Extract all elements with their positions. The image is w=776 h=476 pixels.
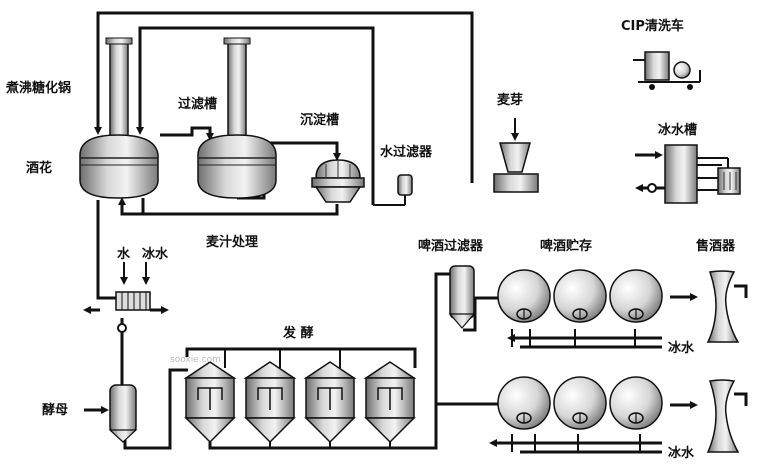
label-water-filter: 水过滤器 bbox=[380, 144, 433, 160]
lauter-tun bbox=[197, 37, 277, 199]
label-ice-water-upper: 冰水 bbox=[668, 340, 695, 356]
dispenser-upper bbox=[706, 270, 748, 343]
label-ice-water-lower: 冰水 bbox=[668, 445, 695, 461]
label-yeast: 酵母 bbox=[42, 402, 68, 418]
yeast-tank bbox=[108, 384, 138, 443]
boil-kettle bbox=[79, 37, 159, 199]
label-cip-cart: CIP清洗车 bbox=[621, 18, 684, 34]
malt-mill bbox=[493, 142, 539, 193]
label-ice-water-tank: 冰水槽 bbox=[658, 122, 697, 138]
label-beer-storage: 啤酒贮存 bbox=[540, 238, 592, 254]
label-wort-treatment: 麦汁处理 bbox=[206, 234, 258, 250]
ice-water-tank bbox=[647, 144, 741, 204]
settling-tank bbox=[311, 159, 365, 203]
fermenter-1 bbox=[183, 361, 237, 444]
label-beer-filter: 啤酒过滤器 bbox=[418, 238, 484, 254]
label-hops: 酒花 bbox=[26, 160, 52, 176]
dispenser-lower bbox=[706, 379, 748, 453]
watermark: sooxie.com bbox=[170, 355, 221, 365]
storage-tank-row-lower bbox=[497, 376, 663, 430]
water-filter bbox=[397, 174, 413, 196]
label-settling-tank: 沉淀槽 bbox=[300, 112, 339, 128]
label-dispenser: 售酒器 bbox=[696, 238, 736, 254]
label-fermentation: 发 酵 bbox=[282, 325, 314, 341]
fermenter-2 bbox=[243, 361, 297, 444]
label-water: 水 bbox=[117, 246, 131, 262]
label-lauter-tun: 过滤槽 bbox=[178, 96, 217, 112]
labels: 煮沸糖化锅 酒花 过滤槽 沉淀槽 水过滤器 麦芽 CIP清洗车 冰水槽 麦汁处理… bbox=[5, 18, 736, 461]
beer-filter bbox=[448, 265, 476, 329]
label-ice-water: 冰水 bbox=[142, 246, 169, 262]
storage-tank-row-upper bbox=[497, 269, 663, 323]
heat-exchanger bbox=[115, 291, 151, 311]
label-malt: 麦芽 bbox=[497, 92, 523, 108]
cip-cart bbox=[633, 51, 701, 90]
fermenter-3 bbox=[303, 361, 357, 444]
fermenter-4 bbox=[363, 361, 417, 444]
label-boil-kettle: 煮沸糖化锅 bbox=[5, 80, 71, 96]
